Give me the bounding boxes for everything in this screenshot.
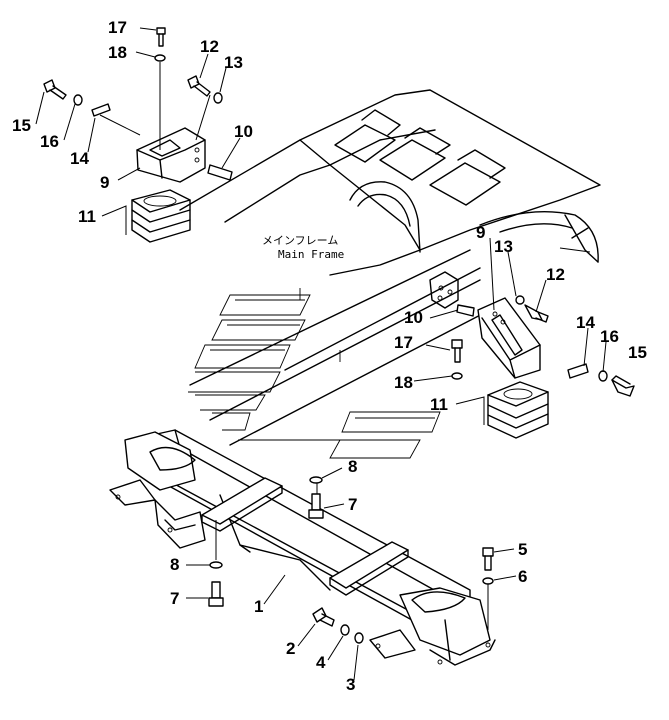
callout-leaders (35, 27, 607, 681)
sub-frame-assembly (109, 429, 496, 666)
bolt-right-17 (451, 339, 463, 349)
callout-7-upper: 7 (348, 495, 357, 514)
callout-18-left: 18 (108, 43, 127, 62)
lower-hardware (208, 476, 494, 644)
washer-right-16 (598, 370, 608, 382)
shim-stack-right (487, 381, 549, 407)
end-bracket-left (124, 431, 196, 491)
callout-12-right: 12 (546, 265, 565, 284)
callout-11-left: 11 (78, 207, 96, 226)
frame-label-english: Main Frame (278, 248, 344, 261)
callout-6: 6 (518, 567, 527, 586)
callout-17-right: 17 (394, 333, 413, 352)
main-frame-label: メインフレーム Main Frame (262, 234, 344, 261)
callout-7-lower: 7 (170, 589, 179, 608)
callout-8-lower: 8 (170, 555, 179, 574)
main-frame (179, 89, 601, 446)
callout-10-right: 10 (404, 308, 423, 327)
callout-5: 5 (518, 540, 527, 559)
callout-10-left: 10 (234, 122, 253, 141)
callout-9-right: 9 (476, 223, 485, 242)
washer-6 (482, 577, 494, 585)
washer-4 (340, 624, 350, 636)
pin-right (456, 304, 475, 317)
callout-8-upper: 8 (348, 457, 357, 476)
callout-13-right: 13 (494, 237, 513, 256)
washer-8-lower (209, 561, 223, 569)
callout-12-left: 12 (200, 37, 219, 56)
callout-16-left: 16 (40, 132, 59, 151)
frame-ghost-outline (188, 294, 441, 459)
washer-3 (354, 632, 364, 644)
callout-15-right: 15 (628, 343, 647, 362)
bolt-5 (482, 547, 494, 557)
bolt-7-upper (311, 493, 321, 511)
washer-right-13 (515, 295, 525, 305)
pin-left (207, 164, 233, 181)
callout-18-right: 18 (394, 373, 413, 392)
washer-left-16 (73, 94, 83, 106)
frame-label-japanese: メインフレーム (262, 234, 338, 247)
callout-14-left: 14 (70, 149, 89, 168)
bolt-left-17 (156, 27, 166, 35)
bolt-7-lower (211, 581, 221, 599)
callout-numbers: 17 18 12 13 15 16 14 10 9 11 9 13 12 10 … (12, 18, 647, 694)
callout-4: 4 (316, 653, 326, 672)
lock-plate-right (567, 363, 589, 379)
callout-1: 1 (254, 597, 263, 616)
mount-bracket-right (477, 297, 541, 379)
callout-15-left: 15 (12, 116, 31, 135)
bolt-right-15 (611, 379, 635, 397)
right-mount-bracket-group (429, 271, 635, 439)
callout-17-left: 17 (108, 18, 127, 37)
callout-11-right: 11 (430, 395, 448, 414)
callout-2: 2 (286, 639, 295, 658)
washer-8-upper (309, 476, 323, 484)
callout-3: 3 (346, 675, 355, 694)
washer-right-18 (451, 372, 463, 380)
left-mount-bracket-group (43, 27, 233, 243)
washer-left-13 (213, 92, 223, 104)
callout-13-left: 13 (224, 53, 243, 72)
washer-left-18 (154, 54, 166, 62)
callout-16-right: 16 (600, 327, 619, 346)
callout-9-left: 9 (100, 173, 109, 192)
callout-14-right: 14 (576, 313, 595, 332)
lock-plate-left (91, 103, 111, 117)
